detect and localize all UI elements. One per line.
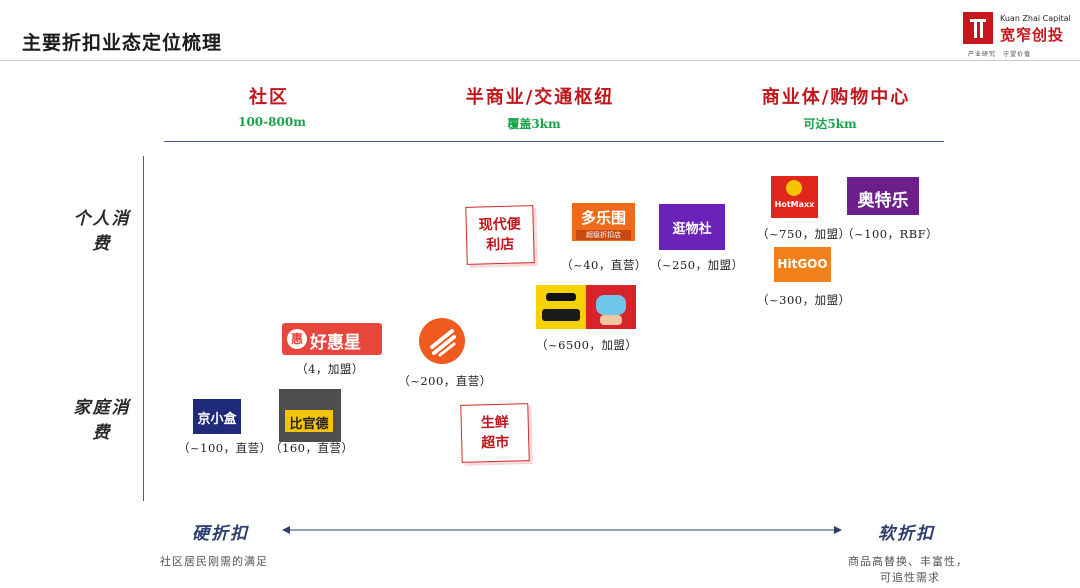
jingxiaohe-logo: 京小盒 <box>193 399 241 434</box>
discount-spectrum-arrow <box>282 526 842 534</box>
biyiyi-note: （160，直营） <box>270 441 354 455</box>
duolewei-logo: 多乐围 超级折扣店 <box>572 203 635 241</box>
aotele-logo-text: 奥特乐 <box>857 191 909 211</box>
logo-tagline: 产业研究 守望价值 <box>968 51 1032 58</box>
hotmaxx-logo-text: HotMaxx <box>774 200 815 209</box>
guangwushe-note: （~250，加盟） <box>650 258 744 272</box>
column-subtitle-community: 100-800m <box>238 115 306 129</box>
hitgoo-logo: HitGOO <box>774 247 831 282</box>
hfkx-logo <box>536 285 636 329</box>
haotehui-note: （4，加盟） <box>296 362 364 376</box>
column-subtitle-transit: 覆盖3km <box>507 117 561 131</box>
axis-left-note: 社区居民刚需的满足 <box>160 555 268 568</box>
hitgoo-logo-text: HitGOO <box>777 257 828 271</box>
page-title: 主要折扣业态定位梳理 <box>22 32 223 54</box>
haotehui-badge-icon: 惠 <box>287 329 307 349</box>
duolewei-logo-text: 多乐围 <box>580 209 626 227</box>
row-label-family-text: 家庭消费 <box>73 398 131 443</box>
aotele-note: （~100，RBF） <box>842 227 939 241</box>
logo-chinese-name: 宽窄创投 <box>1000 26 1065 44</box>
column-title-mall: 商业体/购物中心 <box>761 87 911 108</box>
format-tag-convenience-text: 现代便利店 <box>478 216 521 254</box>
hitgoo-note: （~300，加盟） <box>757 293 851 307</box>
row-label-personal: 个人消费 <box>72 207 132 257</box>
hfkx-logo-right-icon <box>586 285 636 329</box>
orange-brand-note: （~200，直营） <box>398 374 492 388</box>
row-label-family: 家庭消费 <box>72 396 132 446</box>
format-tag-fresh-text: 生鲜超市 <box>480 414 510 452</box>
duolewei-logo-subtext: 超级折扣店 <box>576 230 631 240</box>
column-subtitle-mall: 可达5km <box>803 117 857 131</box>
haotehui-logo-text: 好惠星 <box>310 333 361 353</box>
orange-brand-logo-icon <box>418 317 466 365</box>
axis-right-note-line2: 可追性需求 <box>880 571 940 584</box>
axis-right-note-line1: 商品高替换、丰富性， <box>848 555 968 568</box>
jingxiaohe-note: （~100，直营） <box>178 441 272 455</box>
biyiyi-logo: 比官德 <box>279 389 341 442</box>
format-tag-convenience-store: 现代便利店 <box>465 205 535 265</box>
vertical-axis-line <box>143 156 144 501</box>
biyiyi-logo-text: 比官德 <box>289 417 329 432</box>
guangwushe-logo: 逛物社 <box>659 204 725 250</box>
hotmaxx-mascot-icon <box>786 180 802 196</box>
kuanzhai-logo-icon <box>963 12 993 44</box>
axis-left-label: 硬折扣 <box>192 524 249 544</box>
duolewei-note: （~40，直营） <box>561 258 647 272</box>
guangwushe-logo-text: 逛物社 <box>672 222 712 237</box>
aotele-logo: 奥特乐 <box>847 177 919 215</box>
title-divider <box>0 60 1080 61</box>
column-title-community: 社区 <box>249 87 289 108</box>
axis-right-label: 软折扣 <box>878 524 935 544</box>
format-tag-fresh-market: 生鲜超市 <box>460 403 530 463</box>
hotmaxx-note: （~750，加盟） <box>757 227 851 241</box>
hfkx-logo-left-icon <box>536 285 586 329</box>
jingxiaohe-logo-text: 京小盒 <box>197 412 237 427</box>
row-label-personal-text: 个人消费 <box>73 209 131 254</box>
column-title-transit: 半商业/交通枢纽 <box>465 87 615 108</box>
hotmaxx-logo: HotMaxx <box>771 176 818 218</box>
hfkx-note: （~6500，加盟） <box>536 338 638 352</box>
haotehui-logo: 惠 好惠星 <box>282 323 382 355</box>
header-divider <box>164 141 944 142</box>
logo-english-name: Kuan Zhai Capital <box>1000 14 1071 23</box>
